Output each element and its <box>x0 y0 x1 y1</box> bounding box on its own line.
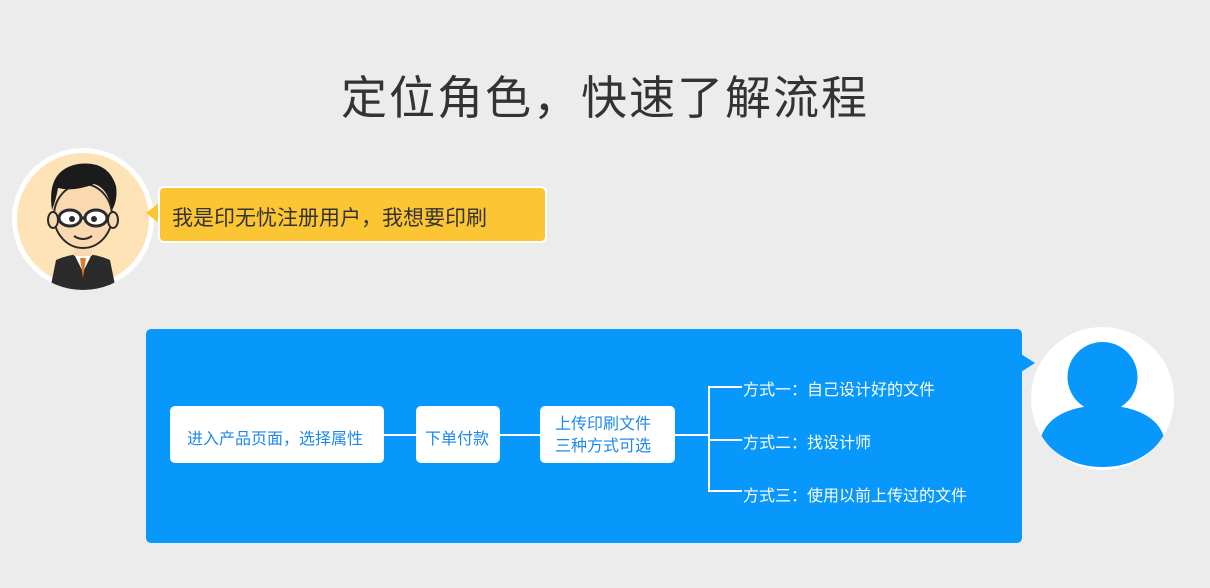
flow-step-label: 上传印刷文件 <box>555 414 652 433</box>
branch-line-vertical <box>708 386 710 491</box>
branch-line <box>708 490 742 492</box>
option-2-label: 方式二：找设计师 <box>743 433 872 452</box>
flow-panel-tail <box>1021 354 1035 372</box>
flow-step-label: 三种方式可选 <box>555 436 652 455</box>
page-title: 定位角色，快速了解流程 <box>341 71 869 125</box>
user-silhouette-icon <box>1036 332 1169 467</box>
option-1-label: 方式一：自己设计好的文件 <box>743 380 936 399</box>
cartoon-man-icon <box>17 153 149 290</box>
connector-line <box>675 434 709 436</box>
speech-bubble-tail <box>146 203 159 223</box>
flow-step-label: 下单付款 <box>425 429 490 448</box>
speech-bubble-text: 我是印无忧注册用户，我想要印刷 <box>172 206 487 230</box>
generic-user-avatar <box>1031 327 1174 470</box>
flow-step-payment: 下单付款 <box>416 406 500 463</box>
connector-line <box>500 434 540 436</box>
branch-line <box>708 439 742 441</box>
branch-line <box>708 386 742 388</box>
option-3-label: 方式三：使用以前上传过的文件 <box>743 486 968 505</box>
speech-bubble: 我是印无忧注册用户，我想要印刷 <box>158 186 547 243</box>
connector-line <box>384 434 416 436</box>
flow-step-upload: 上传印刷文件 三种方式可选 <box>540 406 675 463</box>
flow-step-label: 进入产品页面，选择属性 <box>187 429 364 448</box>
flow-panel: 进入产品页面，选择属性 下单付款 上传印刷文件 三种方式可选 方式一：自己设计好… <box>146 329 1022 543</box>
flow-step-select-attributes: 进入产品页面，选择属性 <box>170 406 384 463</box>
user-avatar-cartoon <box>12 148 154 290</box>
